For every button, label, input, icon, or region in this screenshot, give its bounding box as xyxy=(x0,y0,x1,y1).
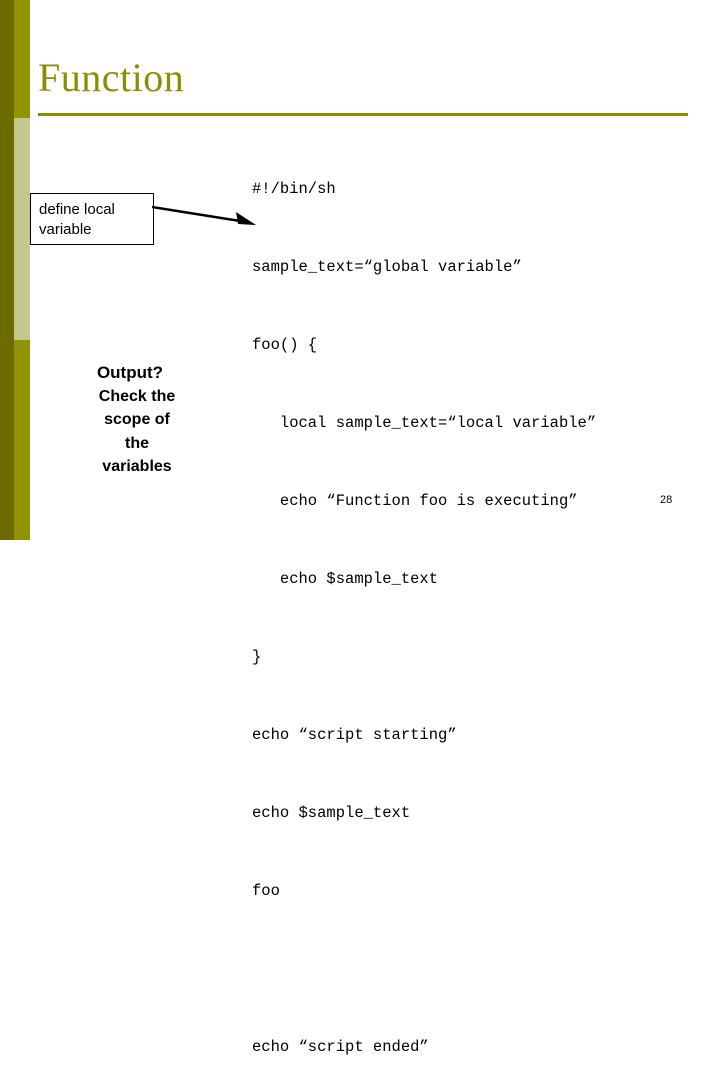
code-line: echo “script starting” xyxy=(252,726,457,744)
code-line: local sample_text=“local variable” xyxy=(252,414,597,432)
title-divider xyxy=(38,113,688,116)
code-line: sample_text=“global variable” xyxy=(252,258,522,276)
callout-line-2: variable xyxy=(39,221,92,239)
callout-define-local-variable: define local variable xyxy=(30,193,154,245)
left-accent-bar-light xyxy=(14,118,30,340)
output-sub-line-1: Check the xyxy=(98,388,176,406)
output-label: Output? xyxy=(96,363,164,382)
code-blank-line xyxy=(252,956,682,982)
code-line: } xyxy=(252,648,262,666)
code-line: echo “Function foo is executing” xyxy=(252,492,578,510)
arrow-icon xyxy=(152,205,256,225)
output-sub-line-2: scope of xyxy=(104,411,170,429)
code-line: foo() { xyxy=(252,336,318,354)
page-title: Function xyxy=(38,55,185,100)
output-sub-block: Check the scope of the variables xyxy=(30,385,230,478)
code-line: echo $sample_text xyxy=(252,570,439,588)
output-sub-line-3: the xyxy=(125,434,149,452)
code-line: #!/bin/sh xyxy=(252,180,336,198)
callout-line-1: define local xyxy=(39,201,115,218)
code-line: echo $sample_text xyxy=(252,804,411,822)
code-line: echo “script ended” xyxy=(252,1038,429,1056)
output-question-block: Output? Check the scope of the variables xyxy=(30,362,230,478)
code-line: foo xyxy=(252,882,280,900)
output-sub-line-4: variables xyxy=(102,457,172,475)
left-accent-bar-dark xyxy=(0,0,14,540)
page-number: 28 xyxy=(660,494,673,506)
code-listing: #!/bin/sh sample_text=“global variable” … xyxy=(252,124,682,1080)
